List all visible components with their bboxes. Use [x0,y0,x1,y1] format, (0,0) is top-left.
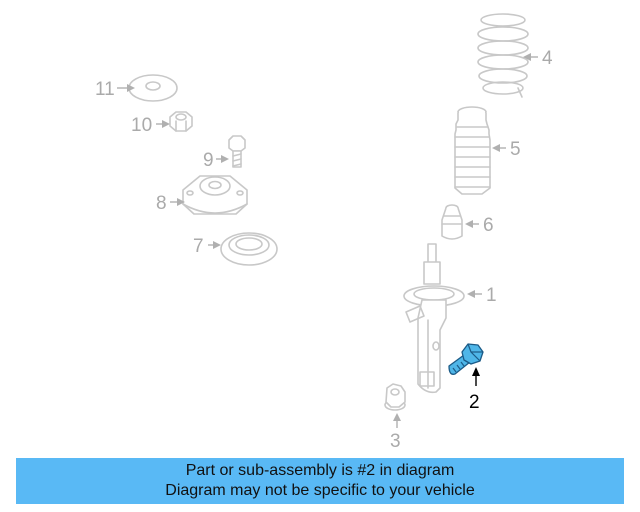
callout-7-label: 7 [193,236,204,257]
callout-10-label: 10 [131,115,152,136]
info-banner: Part or sub-assembly is #2 in diagram Di… [16,458,624,504]
part-10-nut[interactable] [169,111,193,132]
callout-6-label: 6 [483,215,494,236]
banner-line-part-number: Part or sub-assembly is #2 in diagram [185,462,455,479]
part-2-bolt-highlighted[interactable] [448,343,484,375]
part-6-bump-stop[interactable] [441,204,463,240]
callout-6[interactable]: 6 [465,215,494,236]
part-5-dust-boot[interactable] [454,106,491,195]
part-8-strut-mount[interactable] [182,175,248,215]
callout-10[interactable]: 10 [131,115,170,136]
callout-11-label: 11 [95,79,115,100]
callout-1-label: 1 [486,285,497,306]
callout-7[interactable]: 7 [193,236,221,257]
part-9-bolt[interactable] [228,135,246,168]
callout-8[interactable]: 8 [156,193,185,214]
callout-5[interactable]: 5 [492,139,521,160]
callout-4-label: 4 [542,48,553,69]
callout-9-label: 9 [203,150,214,171]
callout-3-label: 3 [390,431,401,452]
callout-5-label: 5 [510,139,521,160]
callout-8-label: 8 [156,193,167,214]
callout-2[interactable]: 2 [469,367,480,413]
callout-3[interactable]: 3 [390,413,401,452]
callout-9[interactable]: 9 [203,150,229,171]
part-1-strut-assembly[interactable] [403,243,465,394]
callout-4[interactable]: 4 [523,48,553,69]
banner-line-disclaimer: Diagram may not be specific to your vehi… [165,482,475,499]
part-11-washer[interactable] [128,74,178,102]
part-4-coil-spring[interactable] [477,13,529,98]
callout-11[interactable]: 11 [95,79,135,100]
callout-2-label: 2 [469,392,480,413]
part-3-flange-nut[interactable] [384,383,406,411]
callout-1[interactable]: 1 [467,285,497,306]
part-7-bearing[interactable] [220,232,278,266]
